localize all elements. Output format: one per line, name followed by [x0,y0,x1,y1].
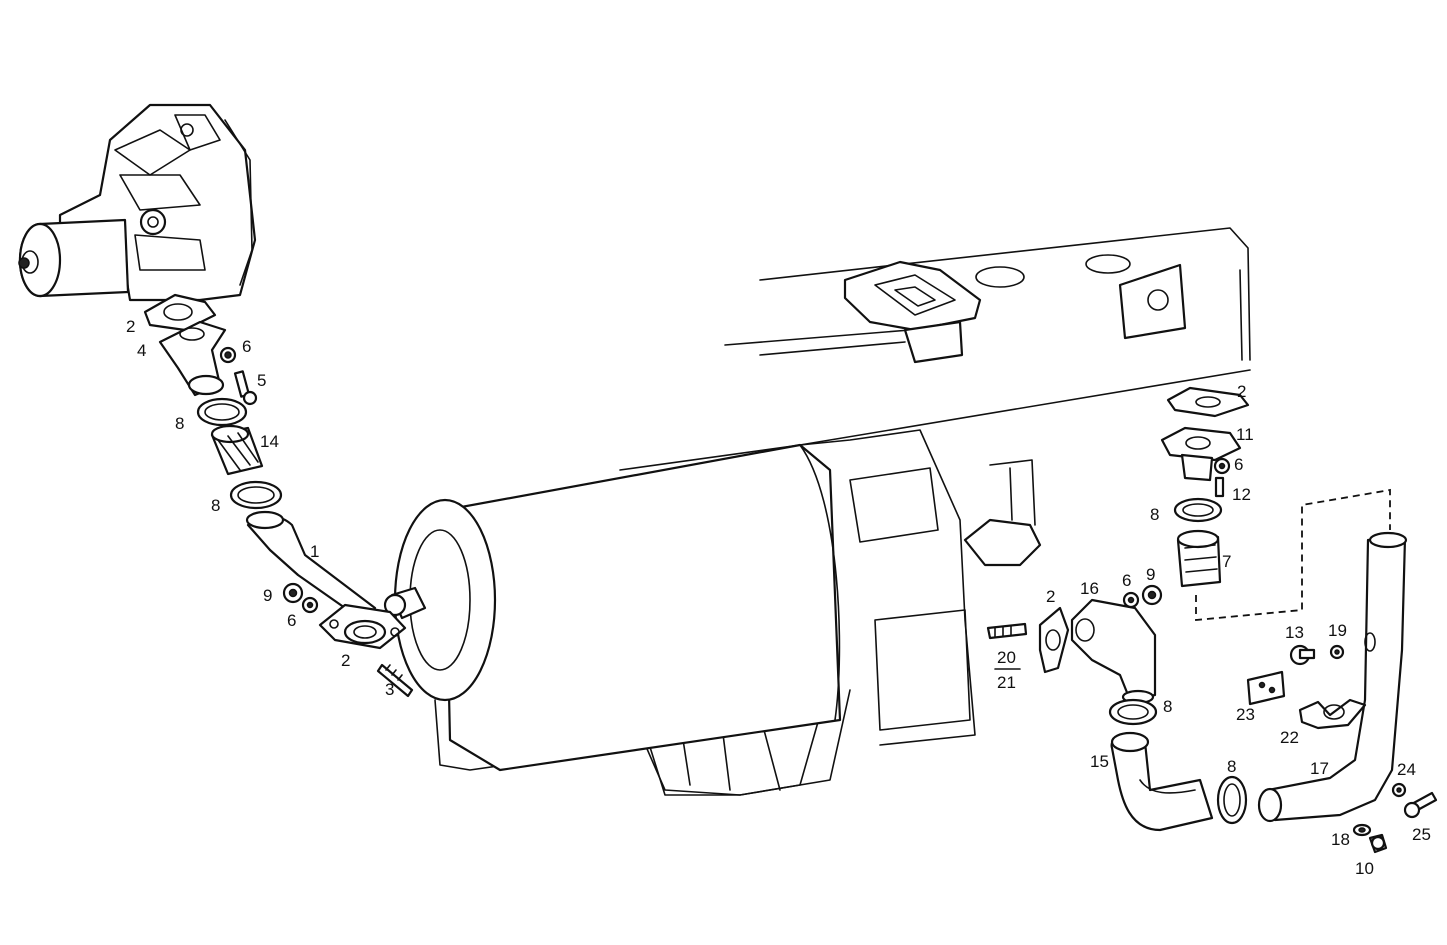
right-stack-parts [1160,386,1250,588]
callout-8-center: 8 [1163,697,1172,716]
dashed-leader [1195,488,1391,621]
callout-25: 25 [1412,825,1431,844]
callout-5: 5 [257,371,266,390]
callout-2-right-gasket: 2 [1237,382,1246,401]
callout-2-pump-gasket: 2 [126,317,135,336]
callout-24: 24 [1397,760,1416,779]
callout-9-left: 9 [263,586,272,605]
callout-12: 12 [1232,485,1251,504]
callout-17: 17 [1310,759,1329,778]
callout-labels: 2 4 6 5 8 14 8 1 9 6 2 3 2 11 6 12 8 7 1… [126,317,1431,878]
callout-10: 10 [1355,859,1374,878]
lower-right-parts [1108,531,1438,854]
callout-8-upper-left: 8 [175,414,184,433]
callout-6-right: 6 [1234,455,1243,474]
callout-7: 7 [1222,552,1231,571]
callout-8-lower-right: 8 [1227,757,1236,776]
engine-block [383,227,1251,796]
callout-22: 22 [1280,728,1299,747]
callout-4: 4 [137,341,146,360]
callout-11: 11 [1236,425,1254,444]
callout-23: 23 [1236,705,1255,724]
callout-21: 21 [997,673,1016,692]
callout-9-center: 9 [1146,565,1155,584]
callout-14: 14 [260,432,279,451]
callout-6-left: 6 [287,611,296,630]
callout-8-lower-left: 8 [211,496,220,515]
callout-6-top-left: 6 [242,337,251,356]
callout-16: 16 [1080,579,1099,598]
left-pipe-parts [143,293,414,698]
callout-20: 20 [997,648,1016,667]
callout-2-left-flange: 2 [341,651,350,670]
callout-18: 18 [1331,830,1350,849]
callout-13: 13 [1285,623,1304,642]
callout-19: 19 [1328,621,1347,640]
water-pump [18,103,257,302]
callout-15: 15 [1090,752,1109,771]
callout-3: 3 [385,680,394,699]
callout-8-right-stack: 8 [1150,505,1159,524]
callout-1: 1 [310,542,319,561]
callout-6-center: 6 [1122,571,1131,590]
callout-2-center: 2 [1046,587,1055,606]
